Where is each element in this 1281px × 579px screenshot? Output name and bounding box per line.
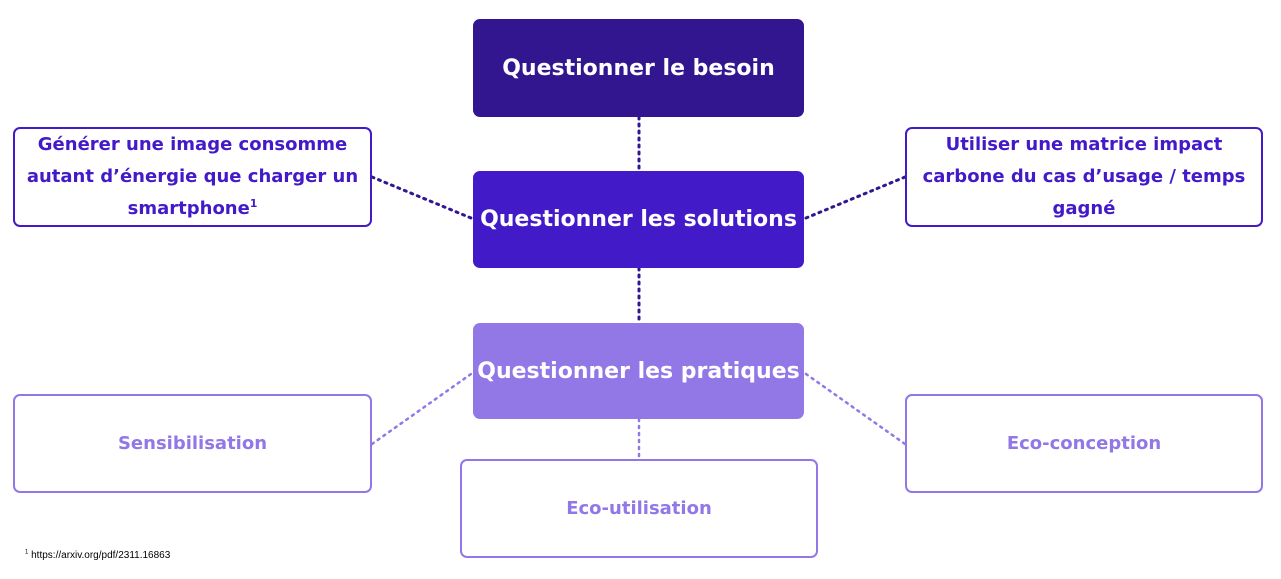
footnote-mark: 1: [25, 549, 29, 556]
node-questionner-besoin: Questionner le besoin: [473, 19, 804, 117]
node-eco-conception-label: Eco-conception: [1006, 432, 1162, 454]
node-questionner-pratiques: Questionner les pratiques: [473, 323, 804, 419]
node-eco-conception: Eco-conception: [905, 394, 1263, 493]
connector-solutions-image: [370, 175, 473, 220]
footnote-reference-mark: 1: [249, 197, 258, 210]
footnote: 1 https://arxiv.org/pdf/2311.16863: [25, 550, 170, 561]
node-questionner-solutions: Questionner les solutions: [473, 171, 804, 268]
connector-pratiques-sensibilisation: [370, 372, 473, 446]
node-generer-image: Générer une image consomme autant d’éner…: [13, 127, 372, 227]
footnote-link[interactable]: https://arxiv.org/pdf/2311.16863: [31, 550, 171, 561]
node-matrice-impact-label: Utiliser une matrice impact carbone du c…: [922, 134, 1246, 219]
node-sensibilisation: Sensibilisation: [13, 394, 372, 493]
node-matrice-impact: Utiliser une matrice impact carbone du c…: [905, 127, 1263, 227]
connector-solutions-matrice: [804, 175, 907, 220]
node-questionner-pratiques-label: Questionner les pratiques: [477, 358, 800, 384]
node-questionner-besoin-label: Questionner le besoin: [502, 55, 775, 81]
node-eco-utilisation-label: Eco-utilisation: [566, 497, 712, 519]
node-eco-utilisation: Eco-utilisation: [460, 459, 818, 558]
node-questionner-solutions-label: Questionner les solutions: [480, 207, 797, 232]
node-generer-image-label: Générer une image consomme autant d’éner…: [26, 134, 359, 219]
connector-pratiques-ecoconception: [804, 372, 907, 446]
node-generer-image-text: Générer une image consomme autant d’éner…: [15, 129, 370, 225]
node-sensibilisation-label: Sensibilisation: [117, 432, 268, 454]
